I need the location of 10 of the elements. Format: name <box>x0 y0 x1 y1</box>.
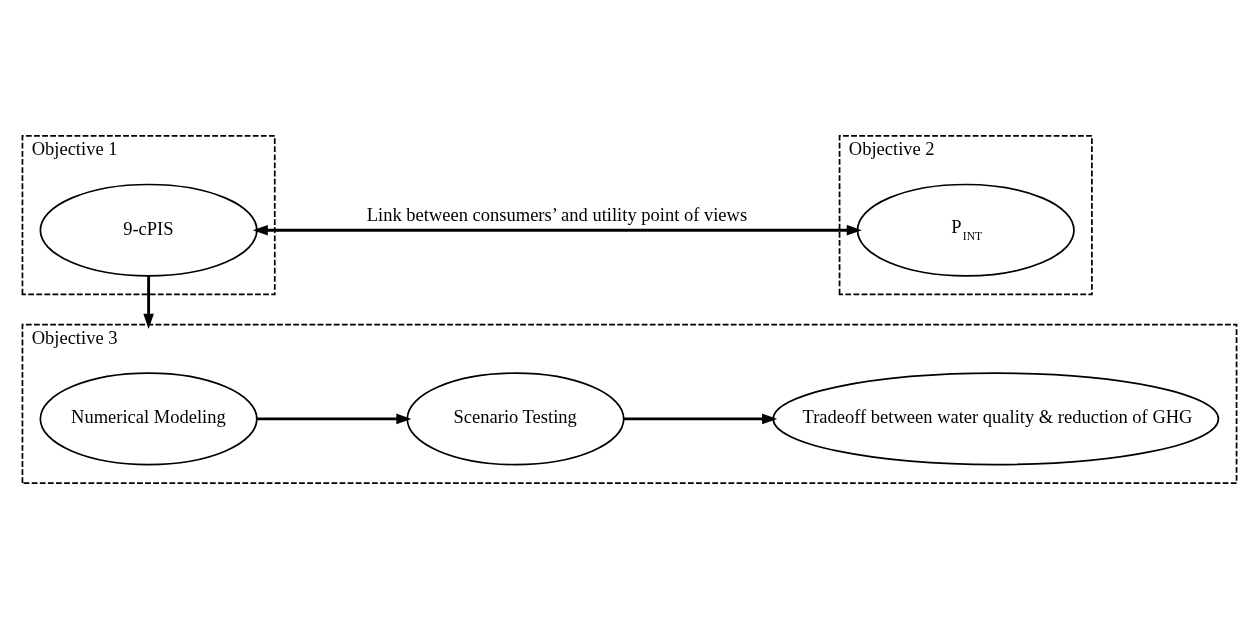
arrow <box>257 413 412 425</box>
node-ellipse: Scenario Testing <box>406 372 625 466</box>
node-ellipse: P$_{INT}$ <box>856 183 1075 277</box>
node-ellipse: Tradeoff between water quality & reduction of GHG <box>772 372 1220 466</box>
arrow <box>143 276 154 329</box>
node-ellipse: 9-cPIS <box>39 183 258 277</box>
arrow <box>623 413 778 425</box>
node-ellipse: Numerical Modeling <box>39 372 258 466</box>
arrow <box>252 224 862 236</box>
edge-label: Link between consumers’ and utility point of views <box>366 204 748 225</box>
